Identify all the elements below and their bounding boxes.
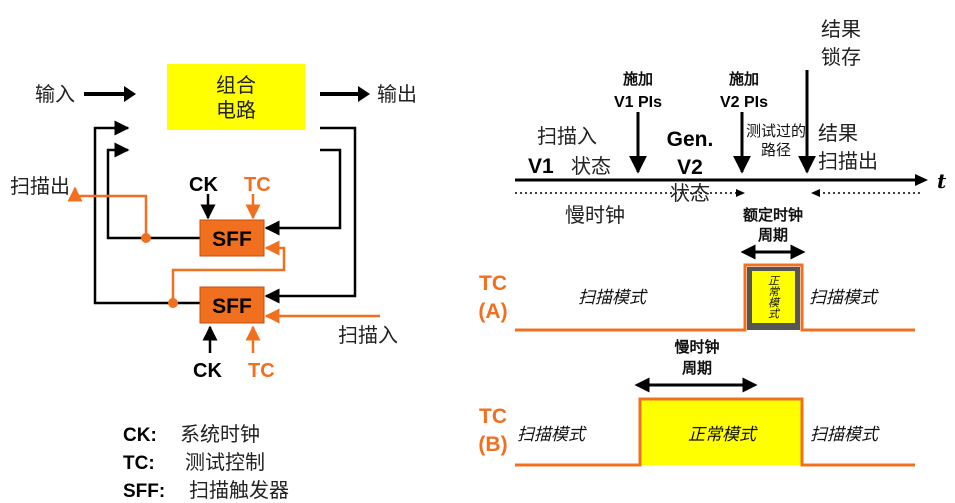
result-latch-label-2: 锁存 (821, 45, 861, 69)
tc-bottom-label: TC (248, 360, 275, 382)
combinational-circuit-box (167, 64, 305, 130)
result-scan-out-label-1: 结果 (818, 121, 858, 145)
normal-mode-pulse-b (640, 399, 802, 465)
normal-mode-a-label: 正常模式 (766, 275, 780, 319)
ck-bottom-label: CK (193, 360, 222, 382)
result-latch-label-1: 结果 (821, 17, 861, 41)
tc-b-label-2: (B) (478, 433, 507, 456)
legend-value: 测试控制 (185, 450, 265, 474)
apply-v1-label-1: 施加 (623, 70, 653, 88)
time-label: t (937, 169, 947, 193)
tc-top-label: TC (244, 174, 271, 196)
scan-mode-a-right: 扫描模式 (809, 288, 879, 308)
apply-v2-label-1: 施加 (729, 70, 759, 88)
comb-circuit-label-1: 组合 (216, 73, 256, 97)
scan-mode-a-left: 扫描模式 (578, 288, 648, 308)
sff-top (199, 219, 265, 257)
tested-path-label-1: 测试过的 (746, 122, 806, 140)
junction-dot (168, 298, 178, 308)
legend-key: SFF: (123, 481, 165, 502)
waveform-b: 慢时钟 周期 TC (B) 扫描模式 正常模式 扫描模式 (478, 338, 915, 467)
scan-chain-wires (67, 186, 380, 324)
v1-state-label: 状态 (571, 154, 611, 178)
time-axis-head (915, 174, 928, 186)
apply-v1-label-2: V1 PIs (614, 94, 662, 111)
v1-label: V1 (528, 155, 554, 178)
sff-top-label: SFF (212, 228, 252, 251)
legend-key: TC: (123, 453, 155, 474)
tc-a-signal (515, 263, 915, 332)
input-label: 输入 (35, 82, 75, 106)
junction-dot (141, 233, 151, 243)
ck-top-label: CK (189, 174, 218, 196)
sff-bottom-label: SFF (212, 295, 252, 318)
slow-clock-label: 慢时钟 (565, 203, 625, 227)
scan-circuit: 组合 电路 输入 输出 CK TC SFF (10, 64, 417, 382)
input-arrow-head (124, 86, 136, 102)
legend-value: 系统时钟 (180, 422, 260, 446)
legend: CK: 系统时钟 TC: 测试控制 SFF: 扫描触发器 (123, 422, 289, 502)
feedback-wires (93, 120, 357, 305)
normal-mode-pulse-a-fill (752, 271, 795, 323)
scan-mode-b-right: 扫描模式 (810, 425, 880, 445)
v2-state-label: 状态 (670, 181, 710, 205)
scan-in-label: 扫描入 (338, 323, 398, 347)
tc-a-label-2: (A) (478, 300, 507, 323)
gen-label: Gen. (667, 128, 714, 151)
scan-mode-b-left: 扫描模式 (517, 425, 587, 445)
result-scan-out-label-2: 扫描出 (818, 149, 878, 173)
legend-value: 扫描触发器 (189, 478, 289, 502)
apply-v2-label-2: V2 PIs (720, 94, 768, 111)
sff-bottom (199, 286, 265, 324)
output-label: 输出 (377, 82, 417, 106)
timeline: t 施加 V1 PIs 施加 V2 PIs 结果 锁存 扫描入 V1 状态 Ge… (515, 17, 947, 260)
scan-out-dotted-head (811, 189, 820, 197)
output-arrow-head (358, 86, 370, 102)
slow-clock-b-label-2: 周期 (682, 359, 712, 377)
tested-path-label-2: 路径 (761, 141, 791, 159)
rated-clock-label-2: 周期 (758, 226, 788, 244)
tc-b-label-1: TC (479, 405, 507, 428)
slow-clock-b-label-1: 慢时钟 (674, 338, 719, 356)
scan-in-label: 扫描入 (537, 124, 597, 148)
slow-clock-dotted-head (736, 189, 745, 197)
tc-a-label-1: TC (479, 272, 507, 295)
comb-circuit-label-2: 电路 (216, 98, 256, 122)
waveform-a: TC (A) 扫描模式 正常模式 扫描模式 (478, 263, 915, 332)
legend-key: CK: (123, 425, 157, 446)
scan-out-label: 扫描出 (10, 174, 70, 198)
normal-mode-b-label: 正常模式 (688, 425, 758, 445)
v2-label: V2 (677, 156, 703, 179)
tc-b-signal (515, 397, 915, 467)
rated-clock-label-1: 额定时钟 (743, 206, 803, 224)
